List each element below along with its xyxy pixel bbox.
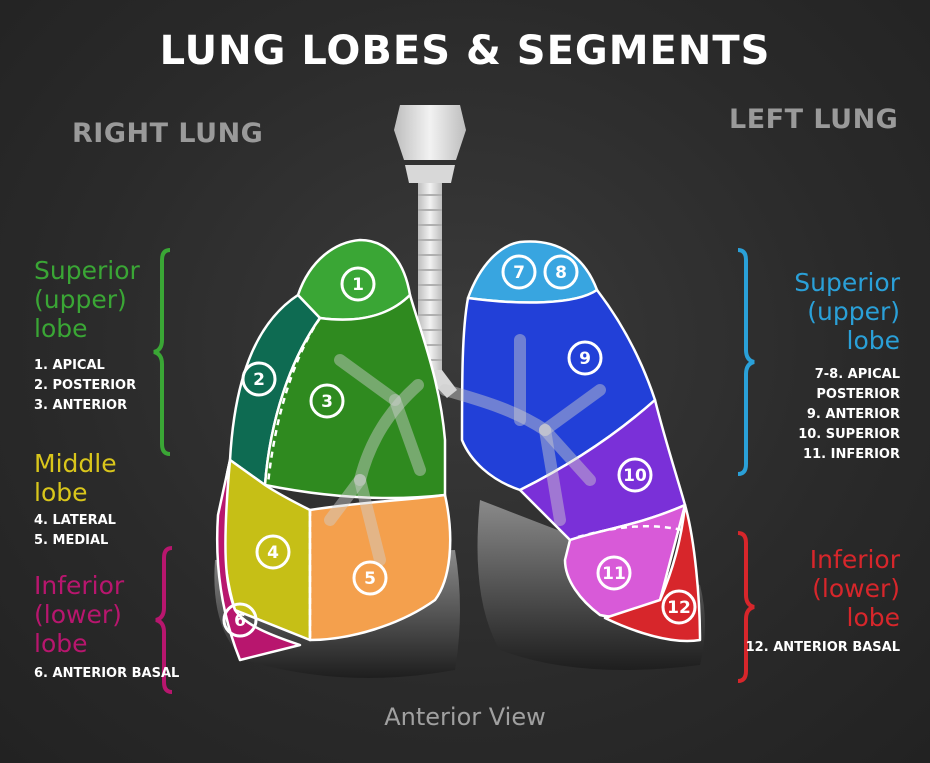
segment-number: 12 [667, 598, 691, 618]
segment-marker-2: 2 [241, 361, 277, 397]
trachea-icon [394, 105, 466, 398]
segment-label: 6. ANTERIOR BASAL [34, 666, 180, 681]
segment-number: 5 [364, 569, 376, 589]
right-superior-lobe-label: Superior (upper) lobe [34, 256, 140, 343]
segment-marker-1: 1 [340, 266, 376, 302]
left-inferior-bracket [737, 531, 755, 683]
right-inferior-bracket [155, 546, 173, 694]
segment-label: 3. ANTERIOR [34, 398, 128, 413]
segment-label: 5. MEDIAL [34, 533, 109, 548]
segment-marker-11: 11 [596, 555, 632, 591]
segment-marker-5: 5 [352, 560, 388, 596]
segment-label: 12. ANTERIOR BASAL [745, 640, 900, 655]
left-superior-bracket [737, 248, 755, 476]
left-inferior-lobe-label: Inferior (lower) lobe [809, 545, 900, 632]
right-lung [215, 238, 452, 662]
page-title: LUNG LOBES & SEGMENTS [159, 28, 771, 74]
left-inferior-segments: 12. ANTERIOR BASAL [746, 638, 900, 658]
segment-number: 7 [513, 263, 525, 283]
segment-label: 4. LATERAL [34, 513, 116, 528]
right-inferior-lobe-label: Inferior (lower) lobe [34, 571, 125, 658]
segment-marker-8: 8 [543, 254, 579, 290]
right-superior-bracket [153, 248, 171, 456]
segment-number: 2 [253, 370, 265, 390]
left-superior-lobe-label: Superior (upper) lobe [794, 268, 900, 355]
segment-marker-12: 12 [661, 589, 697, 625]
segment-label: 1. APICAL [34, 358, 105, 373]
segment-label: 7-8. APICAL [814, 367, 900, 382]
segment-marker-9: 9 [567, 340, 603, 376]
view-caption: Anterior View [384, 703, 546, 731]
segment-label: 11. INFERIOR [803, 447, 900, 462]
segment-10 [518, 398, 687, 542]
right-middle-segments: 4. LATERAL 5. MEDIAL [34, 511, 116, 551]
segment-number: 6 [234, 611, 246, 631]
segment-label: 10. SUPERIOR [798, 427, 900, 442]
segment-number: 1 [352, 275, 364, 295]
segment-number: 3 [321, 392, 333, 412]
segment-marker-3: 3 [309, 383, 345, 419]
right-lung-title: RIGHT LUNG [72, 118, 264, 149]
segment-12 [603, 503, 702, 643]
segment-marker-10: 10 [617, 457, 653, 493]
segment-number: 9 [579, 349, 591, 369]
right-inferior-segments: 6. ANTERIOR BASAL [34, 664, 179, 684]
segment-6 [215, 458, 302, 662]
segment-number: 8 [555, 263, 567, 283]
right-middle-lobe-label: Middle lobe [34, 449, 117, 507]
segment-marker-7: 7 [501, 254, 537, 290]
segment-number: 4 [267, 543, 279, 563]
left-lung-title: LEFT LUNG [729, 104, 899, 135]
right-superior-segments: 1. APICAL 2. POSTERIOR 3. ANTERIOR [34, 356, 136, 416]
segment-marker-6: 6 [222, 602, 258, 638]
segment-label: 2. POSTERIOR [34, 378, 137, 393]
segment-number: 10 [623, 466, 647, 486]
left-superior-segments: 7-8. APICAL POSTERIOR 9. ANTERIOR 10. SU… [798, 365, 900, 465]
segment-label: POSTERIOR [816, 387, 900, 402]
segment-number: 11 [602, 564, 626, 584]
segment-marker-4: 4 [255, 534, 291, 570]
segment-label: 9. ANTERIOR [806, 407, 900, 422]
